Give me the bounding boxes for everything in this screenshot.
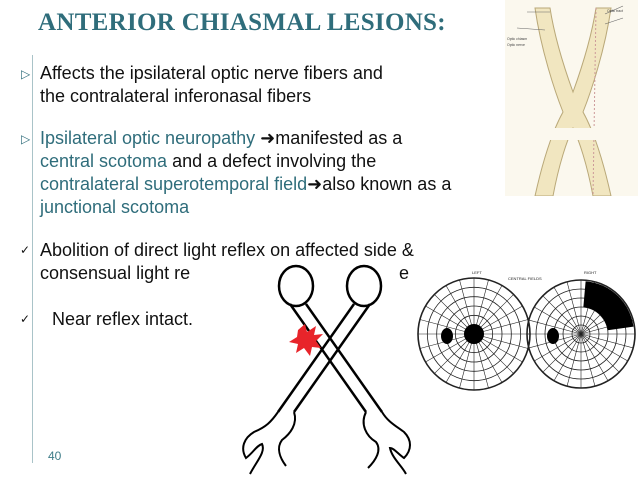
bullet-2-text: manifested as a [275, 128, 403, 148]
bullet-2-text: also known as a [322, 174, 452, 194]
ipsilateral-optic-neuropathy-text: Ipsilateral optic neuropathy [40, 128, 261, 148]
left-accent-line [32, 55, 33, 463]
bullet-4-line-1: Near reflex intact. [52, 309, 194, 329]
arrow-icon: ➜ [307, 174, 323, 194]
visual-field-figure: LEFT CENTRAL FIELDS RIGHT [414, 266, 638, 479]
bullet-3-line-2: consensual light re [40, 263, 191, 283]
bullet-1-line-1: Affects the ipsilateral optic nerve fibe… [40, 63, 383, 83]
anatomy-label: Optic tract [607, 9, 623, 13]
left-visual-field [417, 277, 531, 391]
checkmark-bullet-icon: ✓ [20, 312, 31, 326]
bullet-2-line-1: Ipsilateral optic neuropathy ➜manifested… [40, 127, 402, 150]
left-field-label: LEFT [472, 270, 482, 275]
slide-title: ANTERIOR CHIASMAL LESIONS: [38, 9, 446, 36]
right-field-label: RIGHT [584, 270, 597, 275]
bullet-3-line-1: Abolition of direct light reflex on affe… [40, 240, 414, 260]
visual-field-heading: CENTRAL FIELDS [508, 276, 542, 281]
bullet-2-line-4: junctional scotoma [40, 197, 190, 217]
bullet-2-text: and a defect involving the [167, 151, 377, 171]
anatomy-label: Optic nerve [507, 43, 525, 47]
lesion-mark [289, 324, 323, 356]
page-number: 40 [48, 449, 62, 463]
bullet-3-line-2-end: e [399, 263, 410, 283]
arrow-icon: ➜ [260, 128, 276, 148]
triangle-bullet-icon: ▷ [21, 132, 31, 146]
right-visual-field [526, 279, 636, 389]
superotemporal-field-text: contralateral superotemporal field [40, 174, 308, 194]
central-scotoma-text: central scotoma [40, 151, 168, 171]
checkmark-bullet-icon: ✓ [20, 243, 31, 257]
anatomy-label: Optic chiasm [507, 37, 527, 41]
chiasm-schematic [242, 264, 411, 475]
bullet-2-line-2: central scotoma and a defect involving t… [40, 150, 376, 173]
chiasm-anatomy-figure: Optic chiasm Optic nerve Optic tract [505, 0, 638, 196]
triangle-bullet-icon: ▷ [21, 67, 31, 81]
bullet-1-line-2: the contralateral inferonasal fibers [40, 86, 312, 106]
bullet-2-line-3: contralateral superotemporal field➜also … [40, 173, 451, 196]
